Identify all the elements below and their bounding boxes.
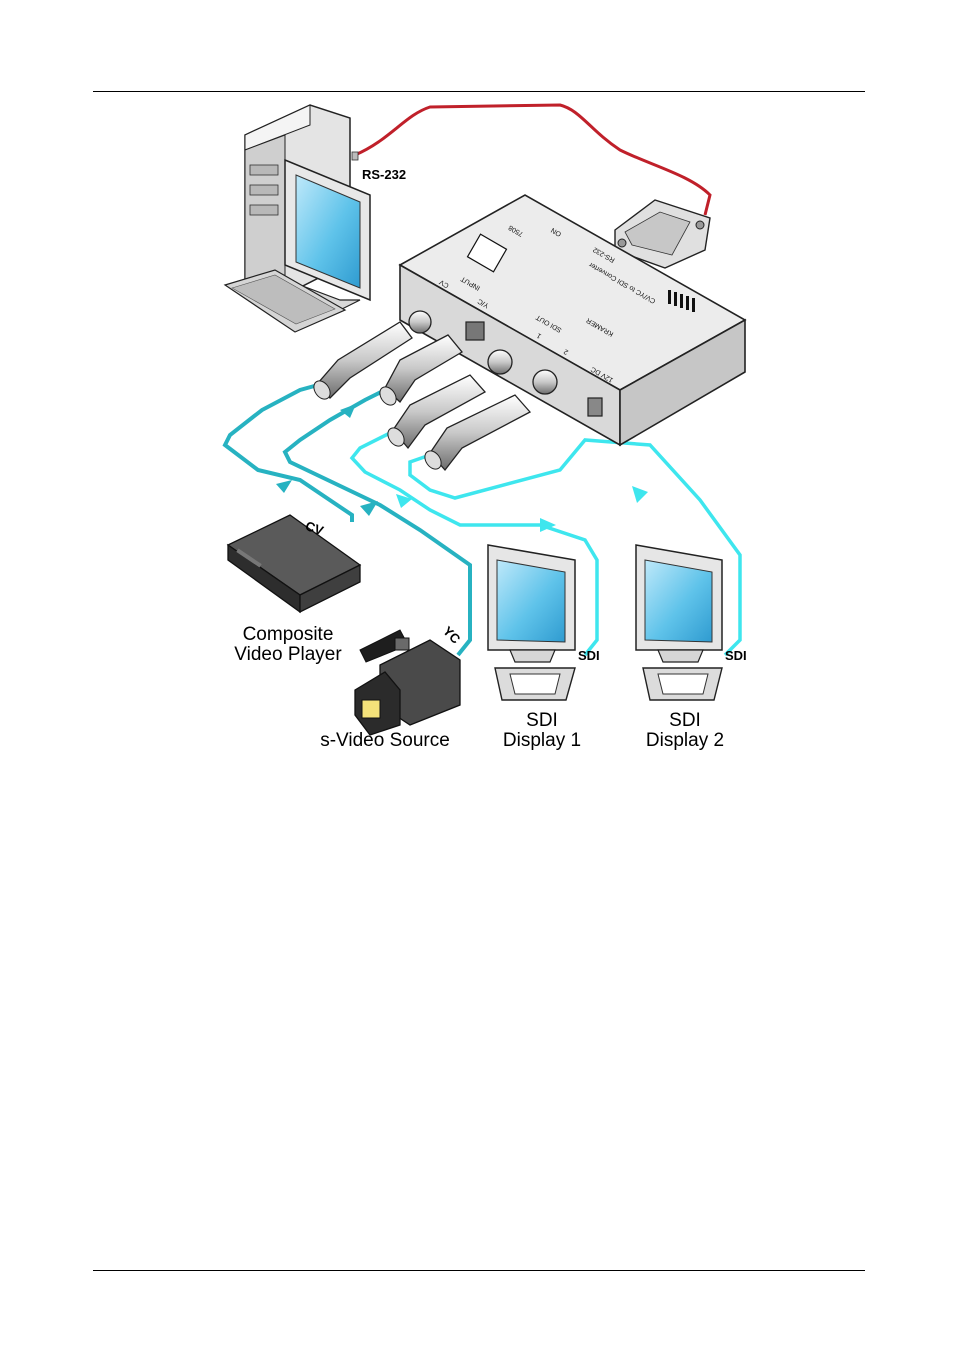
yc-input-arrow-2: [340, 404, 356, 418]
sdi-display1-label-1: SDI: [526, 710, 558, 731]
sdi-display-1: [488, 545, 575, 700]
yc-svideo-port: [466, 322, 484, 340]
sdi1-cable-label: SDI: [578, 648, 600, 663]
composite-player-label-2: Video Player: [234, 644, 342, 665]
camera-lens: [362, 700, 380, 718]
composite-player-label-1: Composite: [243, 624, 334, 645]
yc-cable-label: YC: [440, 623, 464, 647]
cv-input-cable: [225, 385, 352, 522]
yc-input-arrow: [360, 501, 378, 516]
svideo-camcorder: [355, 630, 460, 735]
sdi-out-2-port: [533, 370, 557, 394]
cv-input-arrow: [276, 480, 292, 493]
sdi-out-1-port: [488, 350, 512, 374]
computer: [225, 105, 370, 332]
svideo-source-label: s-Video Source: [320, 730, 450, 751]
composite-video-player: [228, 515, 360, 612]
sdi-display2-label-1: SDI: [669, 710, 701, 731]
rs232-label: RS-232: [362, 167, 406, 182]
sdi2-output-arrow: [632, 486, 648, 503]
sdi-display1-label-2: Display 1: [503, 730, 581, 751]
cv-bnc-port: [409, 311, 431, 333]
sdi-display2-label-2: Display 2: [646, 730, 724, 751]
sdi2-cable-label: SDI: [725, 648, 747, 663]
sdi-display-2: [636, 545, 722, 700]
power-jack: [588, 398, 602, 416]
